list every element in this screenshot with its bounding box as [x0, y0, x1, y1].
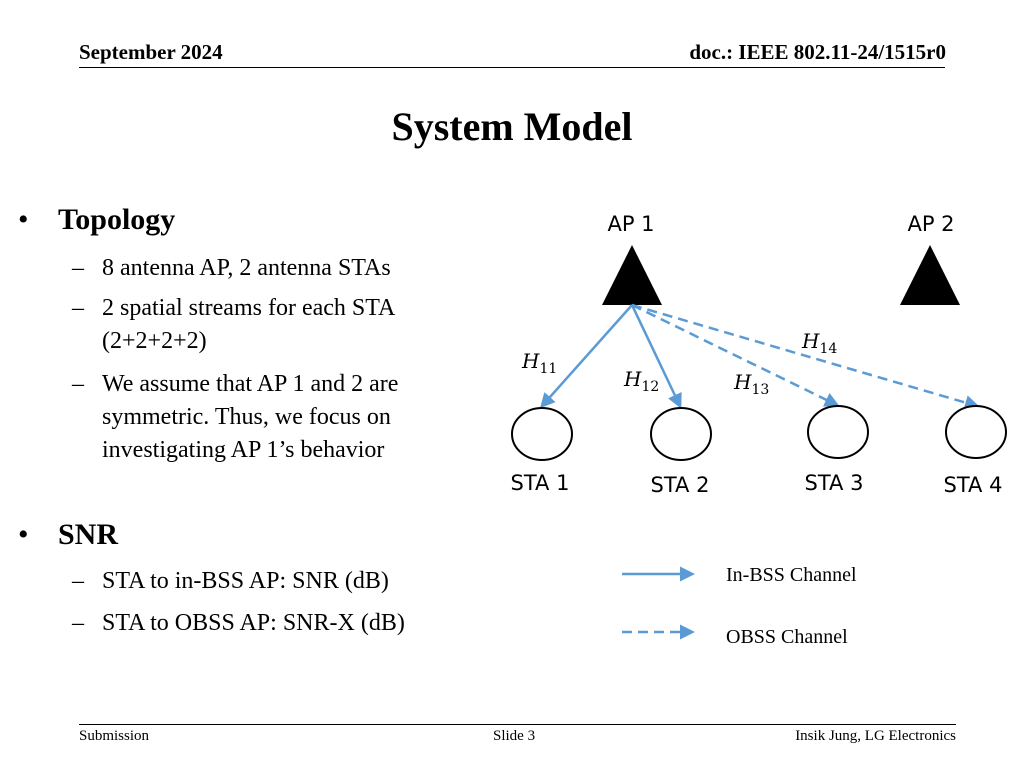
ap-label: AP 2 — [907, 212, 954, 236]
bullet-heading: SNR — [58, 518, 119, 551]
sta2-circle-icon — [650, 407, 712, 461]
sub-item: –We assume that AP 1 and 2 are symmetric… — [72, 368, 472, 467]
ap-label: AP 1 — [607, 212, 654, 236]
sub-item-text: 2 spatial streams for each STA (2+2+2+2) — [102, 295, 394, 354]
topology-diagram: AP 1 AP 2 H11 H12 H13 H14 STA 1 STA 2 ST… — [511, 212, 1007, 648]
bullet-heading: Topology — [58, 203, 176, 236]
sub-item: –8 antenna AP, 2 antenna STAs — [72, 252, 492, 285]
header-doc-id: doc.: IEEE 802.11-24/1515r0 — [689, 40, 946, 64]
channel-label-h11: H11 — [521, 349, 557, 377]
sub-item-text: STA to OBSS AP: SNR-X (dB) — [102, 610, 405, 636]
slide-title: System Model — [391, 104, 633, 149]
dash-marker: – — [72, 568, 84, 594]
dash-marker: – — [72, 610, 84, 636]
dash-marker: – — [72, 371, 84, 397]
sub-item-text: We assume that AP 1 and 2 are symmetric.… — [102, 371, 399, 463]
header-date: September 2024 — [79, 40, 223, 64]
dash-marker: – — [72, 255, 84, 281]
header-divider — [79, 67, 945, 68]
sta-label: STA 1 — [511, 471, 570, 495]
ap1-triangle-icon — [602, 245, 662, 305]
sta-label: STA 2 — [651, 473, 710, 497]
footer-divider — [79, 724, 956, 725]
channel-label-h14: H14 — [801, 329, 837, 357]
footer-author: Insik Jung, LG Electronics — [795, 728, 956, 744]
sta3-circle-icon — [807, 405, 869, 459]
channel-label-h13: H13 — [733, 370, 769, 398]
legend-in-bss-label: In-BSS Channel — [726, 564, 857, 586]
sub-item-text: 8 antenna AP, 2 antenna STAs — [102, 255, 391, 281]
sub-item: –STA to OBSS AP: SNR-X (dB) — [72, 607, 492, 640]
sta-label: STA 4 — [944, 473, 1003, 497]
channel-h13-line — [631, 303, 840, 407]
bullet-dot: • — [18, 203, 29, 236]
sta4-circle-icon — [945, 405, 1007, 459]
sub-item: –STA to in-BSS AP: SNR (dB) — [72, 565, 492, 598]
legend-obss-label: OBSS Channel — [726, 626, 848, 648]
footer-slide-number: Slide 3 — [493, 728, 536, 744]
channel-h14-line — [631, 303, 980, 410]
channel-h11-line — [540, 304, 633, 409]
channel-h12-line — [630, 304, 682, 409]
footer-submission: Submission — [79, 728, 150, 744]
sub-item-text: STA to in-BSS AP: SNR (dB) — [102, 568, 389, 594]
channel-label-h12: H12 — [623, 367, 659, 395]
ap2-triangle-icon — [900, 245, 960, 305]
bullet-topology: • Topology — [18, 203, 175, 237]
sub-item: –2 spatial streams for each STA (2+2+2+2… — [72, 292, 492, 358]
sta-label: STA 3 — [805, 471, 864, 495]
bullet-dot: • — [18, 518, 29, 551]
bullet-snr: • SNR — [18, 518, 118, 552]
sta1-circle-icon — [511, 407, 573, 461]
dash-marker: – — [72, 295, 84, 321]
